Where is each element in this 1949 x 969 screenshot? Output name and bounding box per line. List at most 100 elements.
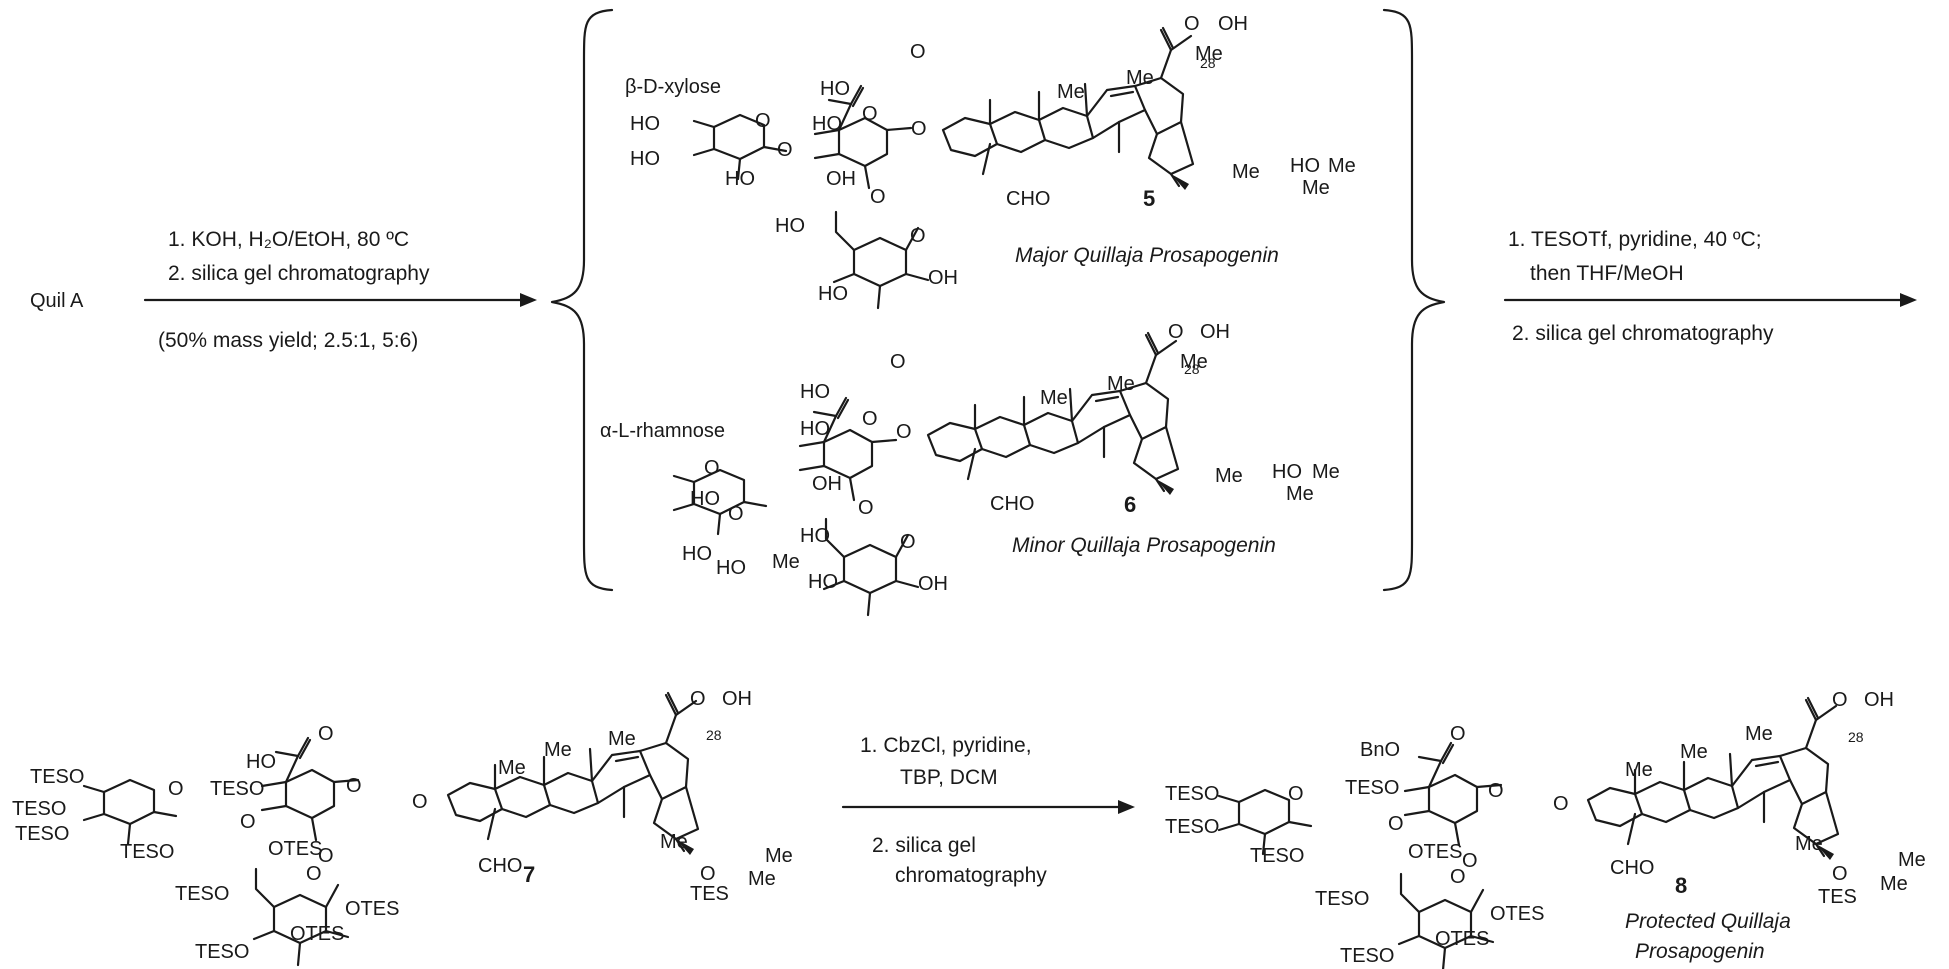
svg-text:HO: HO bbox=[820, 78, 850, 100]
svg-text:O: O bbox=[1288, 783, 1304, 805]
svg-text:O: O bbox=[1832, 863, 1848, 885]
svg-text:Me: Me bbox=[1898, 849, 1926, 871]
compound-5-sugar-label: β-D-xylose bbox=[625, 76, 721, 98]
svg-text:O: O bbox=[900, 531, 916, 553]
svg-text:O: O bbox=[306, 863, 322, 885]
svg-text:HO: HO bbox=[800, 525, 830, 547]
svg-text:O: O bbox=[690, 688, 706, 710]
svg-text:O: O bbox=[777, 139, 793, 161]
svg-text:O: O bbox=[755, 110, 771, 132]
compound-8-name-line1: Protected Quillaja bbox=[1625, 910, 1791, 933]
step1-condition-1: 1. KOH, H₂O/EtOH, 80 ºC bbox=[168, 228, 409, 251]
svg-text:O: O bbox=[1450, 723, 1466, 745]
svg-text:28: 28 bbox=[706, 727, 722, 743]
step3-condition-2: TBP, DCM bbox=[900, 766, 998, 789]
svg-text:TESO: TESO bbox=[195, 941, 249, 963]
svg-text:O: O bbox=[346, 775, 362, 797]
compound-7-structure: O TESO TESO TESO TESO O O HO TESO O O OT… bbox=[12, 688, 793, 965]
svg-text:TESO: TESO bbox=[15, 823, 69, 845]
svg-text:O: O bbox=[858, 497, 874, 519]
svg-text:O: O bbox=[412, 791, 428, 813]
svg-text:OTES: OTES bbox=[1408, 841, 1462, 863]
step2-condition-3: 2. silica gel chromatography bbox=[1512, 322, 1774, 345]
svg-text:Me: Me bbox=[1312, 461, 1340, 483]
svg-text:OTES: OTES bbox=[345, 898, 399, 920]
svg-text:OH: OH bbox=[812, 473, 842, 495]
svg-text:O: O bbox=[1832, 689, 1848, 711]
svg-text:TESO: TESO bbox=[120, 841, 174, 863]
svg-text:HO: HO bbox=[812, 113, 842, 135]
svg-text:HO: HO bbox=[630, 113, 660, 135]
svg-text:Me: Me bbox=[772, 551, 800, 573]
svg-text:Me: Me bbox=[1745, 723, 1773, 745]
svg-text:OH: OH bbox=[1218, 13, 1248, 35]
svg-text:Me: Me bbox=[1232, 161, 1260, 183]
svg-text:OH: OH bbox=[1864, 689, 1894, 711]
svg-text:Me: Me bbox=[1126, 67, 1154, 89]
svg-text:TESO: TESO bbox=[1315, 888, 1369, 910]
svg-text:O: O bbox=[896, 421, 912, 443]
svg-text:O: O bbox=[1450, 866, 1466, 888]
svg-text:HO: HO bbox=[1272, 461, 1302, 483]
svg-text:TESO: TESO bbox=[1165, 783, 1219, 805]
svg-text:OH: OH bbox=[826, 168, 856, 190]
reaction-arrow-2-head bbox=[1900, 293, 1917, 307]
svg-text:TESO: TESO bbox=[210, 778, 264, 800]
svg-text:HO: HO bbox=[808, 571, 838, 593]
svg-text:O: O bbox=[911, 118, 927, 140]
compound-8-name-line2: Prosapogenin bbox=[1635, 940, 1765, 963]
svg-text:O: O bbox=[728, 503, 744, 525]
start-material-label: Quil A bbox=[30, 290, 84, 312]
svg-text:OTES: OTES bbox=[268, 838, 322, 860]
step2-condition-1: 1. TESOTf, pyridine, 40 ºC; bbox=[1508, 228, 1762, 251]
svg-text:O: O bbox=[870, 186, 886, 208]
compound-8-number: 8 bbox=[1675, 873, 1687, 898]
svg-text:OTES: OTES bbox=[1435, 928, 1489, 950]
svg-text:OTES: OTES bbox=[1490, 903, 1544, 925]
svg-text:Me: Me bbox=[1328, 155, 1356, 177]
svg-text:Me: Me bbox=[1215, 465, 1243, 487]
svg-text:TESO: TESO bbox=[1250, 845, 1304, 867]
svg-text:HO: HO bbox=[1290, 155, 1320, 177]
svg-text:O: O bbox=[862, 103, 878, 125]
svg-text:CHO: CHO bbox=[1006, 188, 1050, 210]
svg-text:Me: Me bbox=[544, 739, 572, 761]
compound-5-number: 5 bbox=[1143, 186, 1155, 211]
svg-text:O: O bbox=[1553, 793, 1569, 815]
compound-8-structure: O TESO TESO TESO O O BnO TESO O O OTES O… bbox=[1165, 689, 1926, 969]
svg-text:TESO: TESO bbox=[1340, 945, 1394, 967]
compound-5-name: Major Quillaja Prosapogenin bbox=[1015, 244, 1279, 267]
svg-text:HO: HO bbox=[630, 148, 660, 170]
svg-text:CHO: CHO bbox=[478, 855, 522, 877]
step3-condition-1: 1. CbzCl, pyridine, bbox=[860, 734, 1032, 757]
svg-text:TESO: TESO bbox=[12, 798, 66, 820]
svg-text:O: O bbox=[700, 863, 716, 885]
svg-text:BnO: BnO bbox=[1360, 739, 1400, 761]
svg-text:OTES: OTES bbox=[290, 923, 344, 945]
step1-yield: (50% mass yield; 2.5:1, 5:6) bbox=[158, 329, 418, 352]
svg-text:Me: Me bbox=[1057, 81, 1085, 103]
reaction-arrow-1-head bbox=[520, 293, 537, 307]
svg-text:Me: Me bbox=[608, 728, 636, 750]
svg-text:CHO: CHO bbox=[1610, 857, 1654, 879]
svg-text:HO: HO bbox=[682, 543, 712, 565]
compound-7-number: 7 bbox=[523, 862, 535, 887]
right-brace bbox=[1384, 10, 1444, 590]
svg-text:O: O bbox=[240, 811, 256, 833]
svg-text:Me: Me bbox=[660, 831, 688, 853]
svg-text:O: O bbox=[168, 778, 184, 800]
svg-text:O: O bbox=[1388, 813, 1404, 835]
left-brace bbox=[552, 10, 612, 590]
svg-text:Me: Me bbox=[1286, 483, 1314, 505]
compound-6-name: Minor Quillaja Prosapogenin bbox=[1012, 534, 1276, 557]
svg-text:OH: OH bbox=[1200, 321, 1230, 343]
svg-text:O: O bbox=[704, 457, 720, 479]
svg-text:HO: HO bbox=[800, 418, 830, 440]
svg-text:HO: HO bbox=[775, 215, 805, 237]
svg-text:TESO: TESO bbox=[175, 883, 229, 905]
svg-text:O: O bbox=[910, 225, 926, 247]
svg-text:TESO: TESO bbox=[30, 766, 84, 788]
svg-text:28: 28 bbox=[1200, 55, 1216, 71]
svg-text:Me: Me bbox=[1107, 373, 1135, 395]
svg-text:OH: OH bbox=[918, 573, 948, 595]
